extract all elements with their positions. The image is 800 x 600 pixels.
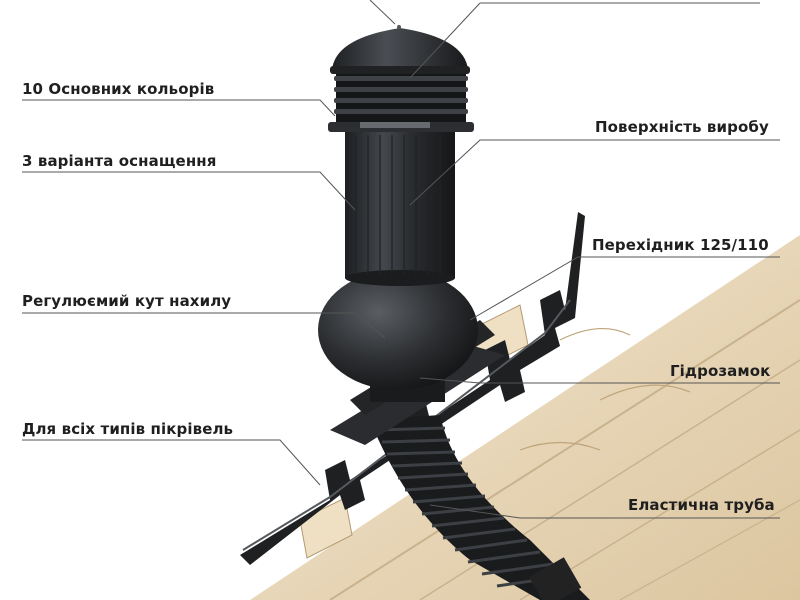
label-equipment: 3 варіанта оснащення — [22, 152, 217, 170]
vent-body — [345, 128, 455, 286]
label-tilt: Регулюємий кут нахилу — [22, 292, 232, 310]
vent-cap — [332, 28, 468, 70]
tilt-ball — [318, 270, 478, 390]
label-surface: Поверхність виробу — [595, 118, 769, 136]
label-adapter: Перехідник 125/110 — [592, 236, 769, 254]
label-roof-types: Для всіх типів пікрівель — [22, 420, 234, 438]
elastic-pipe — [370, 415, 590, 600]
label-colors: 10 Основних кольорів — [22, 80, 215, 98]
leader-lines — [22, 0, 780, 519]
vent-louvers — [328, 74, 474, 132]
roof-board — [250, 235, 800, 600]
label-elastic-pipe: Еластична труба — [628, 496, 775, 514]
label-water-lock: Гідрозамок — [670, 362, 771, 380]
roof-tile — [240, 212, 585, 565]
